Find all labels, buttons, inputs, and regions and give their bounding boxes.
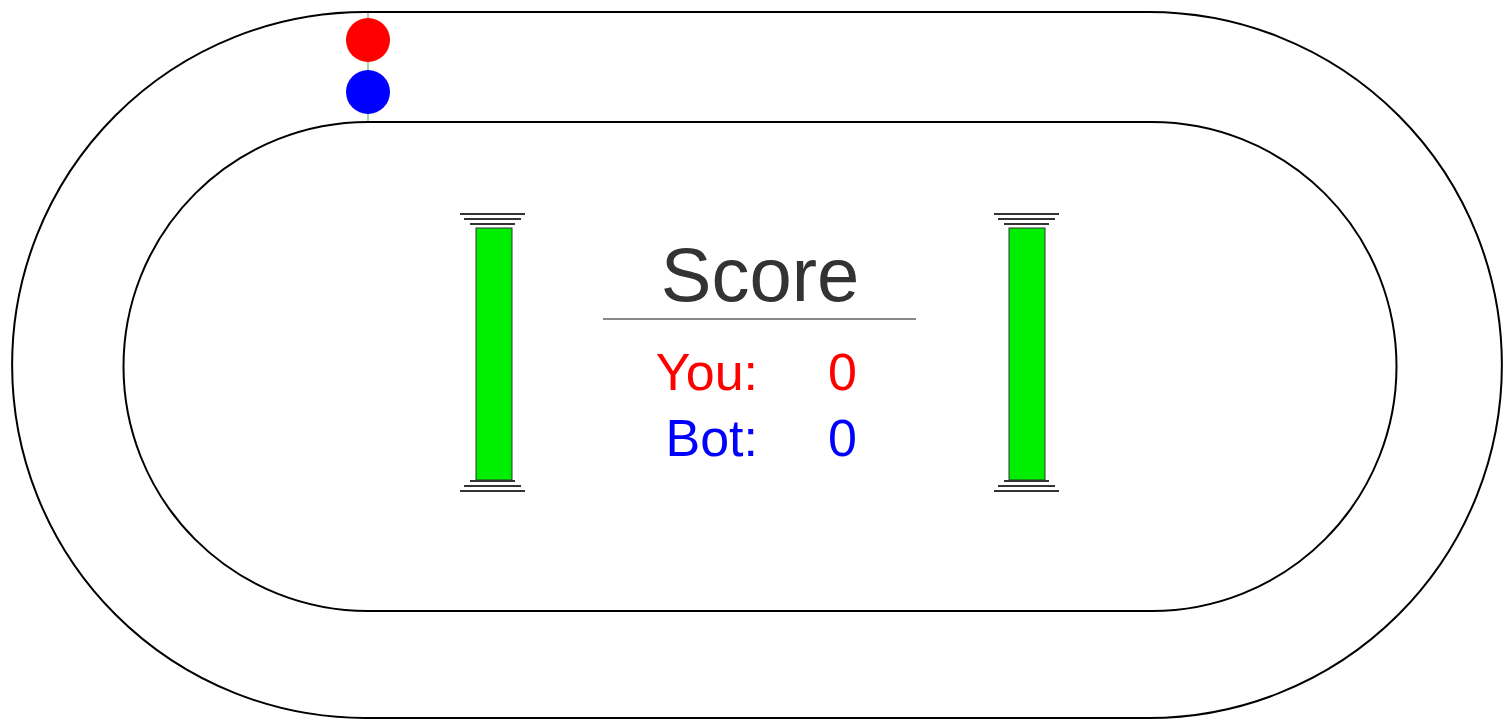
player-score: 0 xyxy=(828,346,857,398)
right-pillar xyxy=(994,214,1059,491)
bot-label: Bot: xyxy=(666,412,759,464)
outer-track-edge xyxy=(12,12,1502,718)
inner-track-edge xyxy=(123,122,1396,611)
bot-car xyxy=(346,70,390,114)
player-car xyxy=(346,18,390,62)
score-underline xyxy=(603,318,916,320)
bot-score: 0 xyxy=(828,412,857,464)
player-label: You: xyxy=(656,346,758,398)
score-heading: Score xyxy=(661,237,860,313)
left-pillar xyxy=(460,214,525,491)
